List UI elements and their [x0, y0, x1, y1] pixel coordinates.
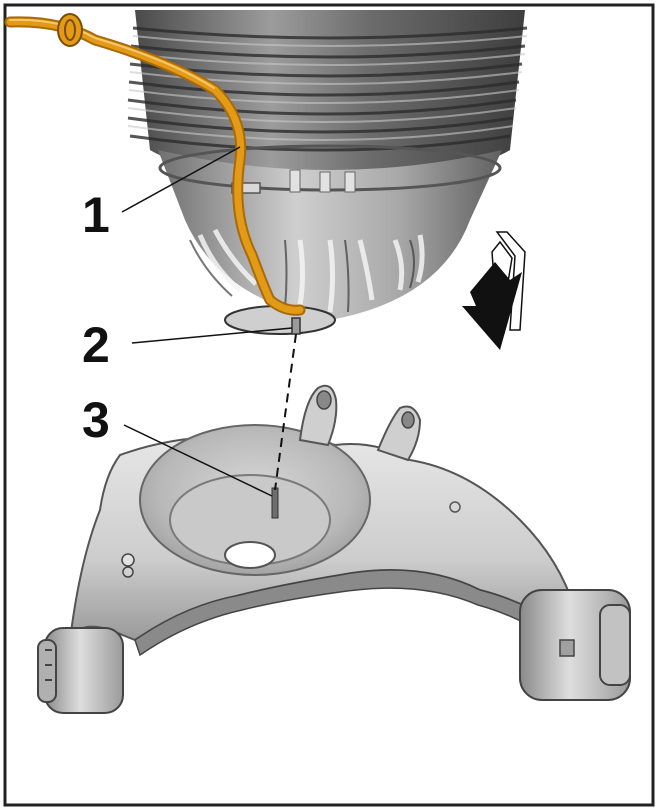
- callout-1: 1: [82, 187, 110, 243]
- arrow-down-left-icon: [462, 231, 526, 350]
- control-arm: [37, 384, 631, 714]
- leader-line-1: [121, 146, 241, 213]
- callout-2: 2: [82, 317, 110, 373]
- alignment-guide-line: [274, 333, 297, 491]
- air-spring: [127, 10, 528, 335]
- wire-harness: [4, 13, 306, 316]
- leader-line-3: [123, 424, 273, 497]
- leader-line-2: [131, 327, 293, 344]
- callout-3: 3: [82, 392, 110, 448]
